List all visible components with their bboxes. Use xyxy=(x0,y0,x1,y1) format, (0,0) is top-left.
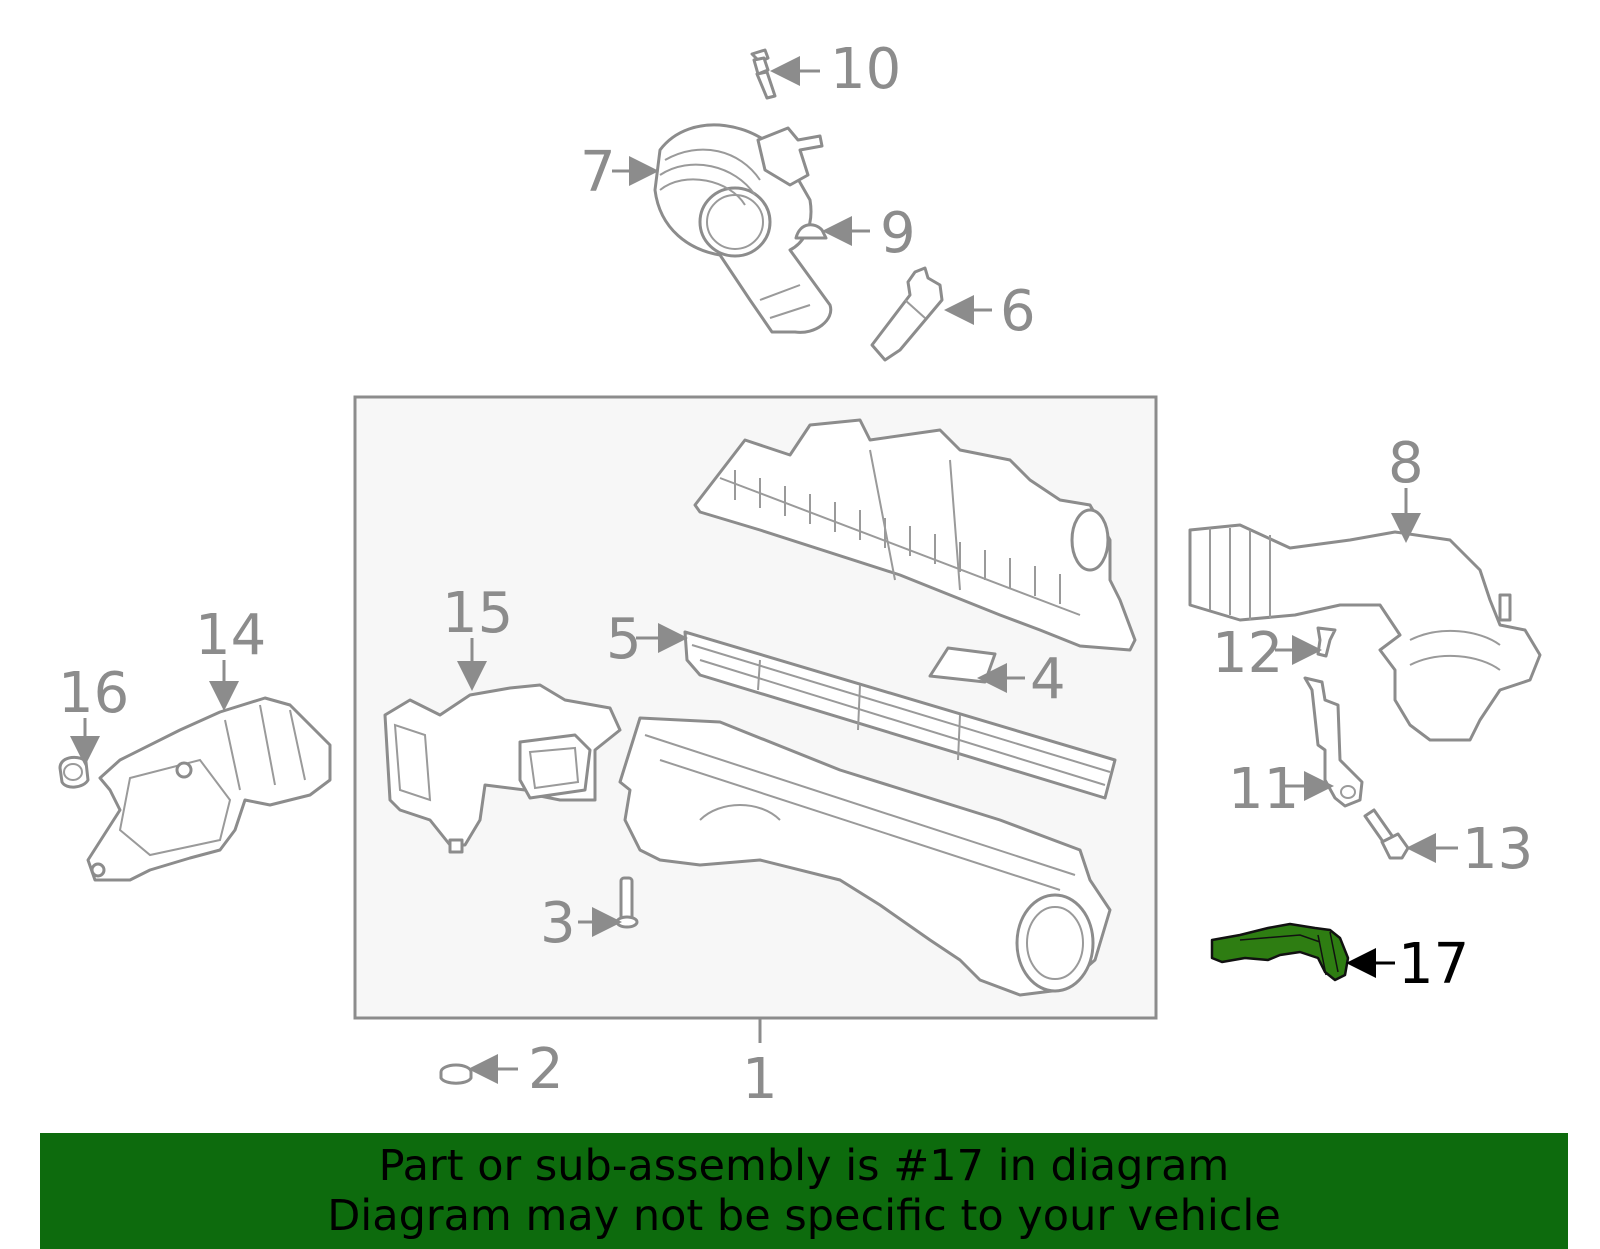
callout-3: 3 xyxy=(540,891,576,956)
part-14-side-duct xyxy=(86,696,332,882)
callout-8: 8 xyxy=(1388,431,1424,496)
callout-12: 12 xyxy=(1212,621,1283,686)
part-7-intake-duct xyxy=(653,123,833,334)
callout-14: 14 xyxy=(195,603,266,668)
callout-6: 6 xyxy=(1000,279,1036,344)
part-15-inlet-duct xyxy=(383,683,622,854)
callout-5: 5 xyxy=(606,607,642,672)
callout-15: 15 xyxy=(442,581,513,646)
callout-16: 16 xyxy=(58,661,129,726)
info-banner: Part or sub-assembly is #17 in diagram D… xyxy=(40,1133,1568,1249)
part-13-bolt xyxy=(1363,808,1410,860)
callout-9: 9 xyxy=(880,201,916,266)
callout-4: 4 xyxy=(1030,647,1066,712)
part-5-filter-element xyxy=(683,630,1117,800)
part-2-grommet xyxy=(439,1063,473,1085)
callout-2: 2 xyxy=(528,1037,564,1102)
part-17-highlighted-tube xyxy=(1210,922,1350,982)
part-3-bolt xyxy=(615,876,639,929)
part-12-clip xyxy=(1316,626,1337,658)
part-8-intake-hose xyxy=(1188,523,1542,742)
air-cleaner-case xyxy=(618,716,1112,997)
part-11-bracket xyxy=(1303,676,1364,808)
banner-line-part: Part or sub-assembly is #17 in diagram xyxy=(378,1141,1230,1191)
part-6-sensor xyxy=(870,266,944,362)
callout-11: 11 xyxy=(1228,757,1299,822)
callout-13: 13 xyxy=(1462,817,1533,882)
callout-17: 17 xyxy=(1398,932,1469,997)
air-cleaner-cover xyxy=(693,418,1137,652)
callout-7: 7 xyxy=(580,140,616,205)
callout-10: 10 xyxy=(830,37,901,102)
part-16-grommet xyxy=(58,755,90,789)
part-10-clip xyxy=(750,48,777,100)
callout-1: 1 xyxy=(742,1047,778,1112)
banner-line-disclaimer: Diagram may not be specific to your vehi… xyxy=(327,1191,1281,1241)
